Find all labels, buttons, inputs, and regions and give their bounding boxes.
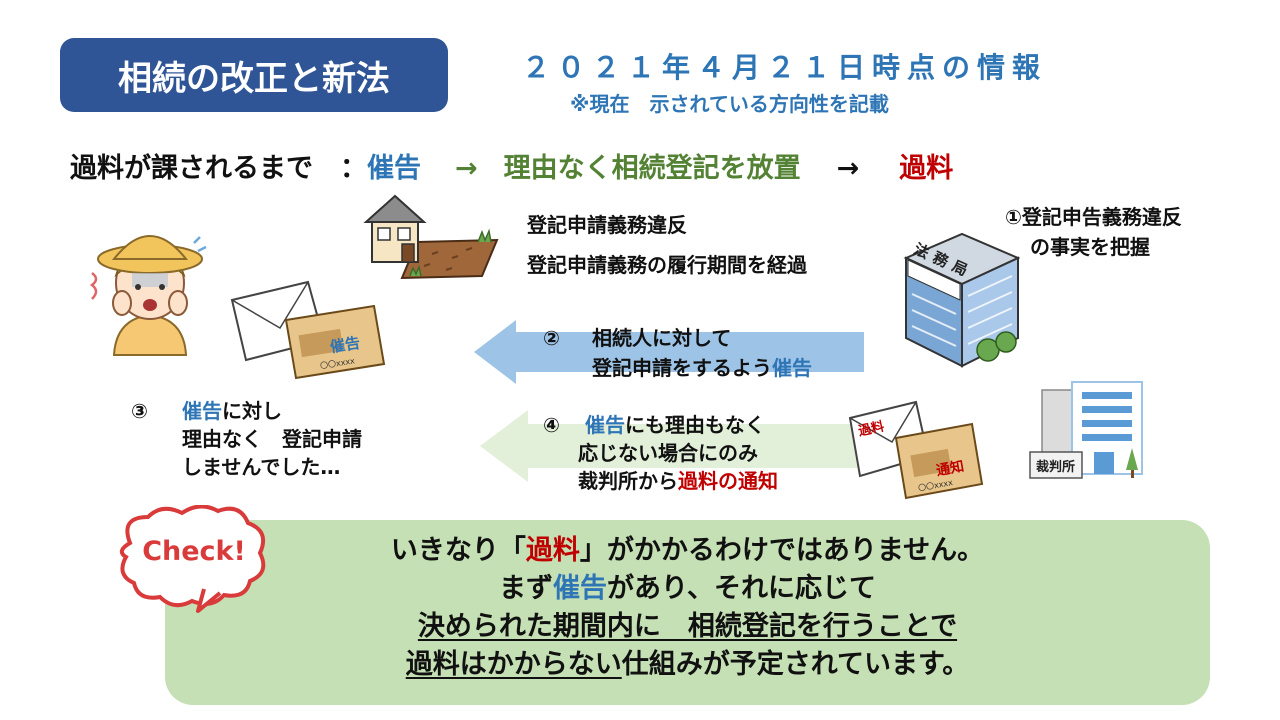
step-1-line-1: ①登記申告義務違反 [1005, 205, 1182, 229]
check-callout-box [165, 520, 1210, 705]
check-badge-text: Check! [142, 536, 246, 567]
flow-arrow-2: → [836, 153, 860, 184]
check-line-4-underlined: 過料はかからない [405, 649, 622, 680]
step-3-line-3: しませんでした… [182, 455, 341, 479]
step-4-line-1-suffix: にも理由もなく [625, 413, 765, 437]
check-line-1-prefix: いきなり「 [390, 535, 526, 566]
step-2-number: ② [543, 326, 560, 350]
flow-arrow-1: → [455, 153, 478, 184]
check-line-3: 決められた期間内に 相続登記を行うことで [417, 611, 958, 642]
check-line-2-suffix: があり、それに応じて [607, 573, 876, 604]
notice-arrow-left [474, 320, 864, 384]
step-3-line-2: 理由なく 登記申請 [182, 427, 362, 451]
violation-line-2: 登記申請義務の履行期間を経過 [527, 253, 807, 277]
step-1-line-2: の事実を把握 [1030, 235, 1150, 259]
step-4-line-1: 催告にも理由もなく [585, 410, 765, 440]
step-3-number: ③ [131, 399, 148, 423]
step-4-line-1-highlight: 催告 [585, 413, 625, 437]
step-4-number: ④ [543, 413, 560, 437]
check-badge-bubble [119, 505, 266, 613]
step-3-line-1-suffix: に対し [222, 399, 282, 423]
step-2-line-2-highlight: 催告 [772, 356, 812, 380]
fine-envelope-icon [848, 400, 984, 500]
flow-summary: 過料が課されるまで ：催告 → 理由なく相続登記を放置 → 過料 [70, 146, 953, 185]
page-title: 相続の改正と新法 [118, 58, 390, 99]
flow-step-1: 催告 [367, 153, 421, 184]
step-2-line-2: 登記申請をするよう催告 [592, 353, 812, 383]
check-line-1-highlight: 過料 [525, 535, 580, 566]
step-4-line-3-highlight: 過料の通知 [678, 469, 778, 493]
note-info: ※現在 示されている方向性を記載 [570, 92, 889, 116]
check-line-2-highlight: 催告 [553, 573, 608, 604]
step-4-line-2: 応じない場合にのみ [578, 441, 758, 465]
check-message: いきなり「過料」がかかるわけではありません。 まず催告があり、それに応じて 決め… [165, 532, 1210, 684]
check-line-4: 過料はかからない仕組みが予定されています。 [165, 646, 1210, 684]
flow-step-2: 理由なく相続登記を放置 [503, 153, 801, 184]
step-4-line-3: 裁判所から過料の通知 [578, 466, 778, 496]
date-info: ２０２１年４月２１日時点の情報 [522, 51, 1048, 84]
house-field-icon [363, 194, 499, 280]
check-line-2: まず催告があり、それに応じて [165, 570, 1210, 608]
notice-envelope-icon [230, 280, 386, 380]
court-building-icon [1029, 381, 1143, 479]
court-sign: 裁判所 [1036, 460, 1076, 475]
violation-line-1: 登記申請義務違反 [527, 213, 687, 237]
worried-woman-icon [89, 235, 207, 356]
check-line-1: いきなり「過料」がかかるわけではありません。 [165, 532, 1210, 570]
step-2-line-2-prefix: 登記申請をするよう [592, 356, 772, 380]
check-line-2-prefix: まず [499, 573, 554, 604]
page-title-box: 相続の改正と新法 [60, 38, 448, 112]
flow-step-3: 過料 [899, 153, 954, 184]
step-3-line-1-highlight: 催告 [182, 399, 222, 423]
fine-arrow-left [480, 410, 880, 482]
check-line-4-suffix: 仕組みが予定されています。 [621, 649, 970, 680]
check-line-1-suffix: 」がかかるわけではありません。 [579, 535, 985, 566]
legal-bureau-building-icon [903, 232, 1021, 368]
step-4-line-3-prefix: 裁判所から [578, 469, 678, 493]
flow-label: 過料が課されるまで ： [70, 153, 367, 184]
step-2-line-1: 相続人に対して [592, 326, 732, 350]
step-3-line-1: 催告に対し [182, 396, 282, 426]
